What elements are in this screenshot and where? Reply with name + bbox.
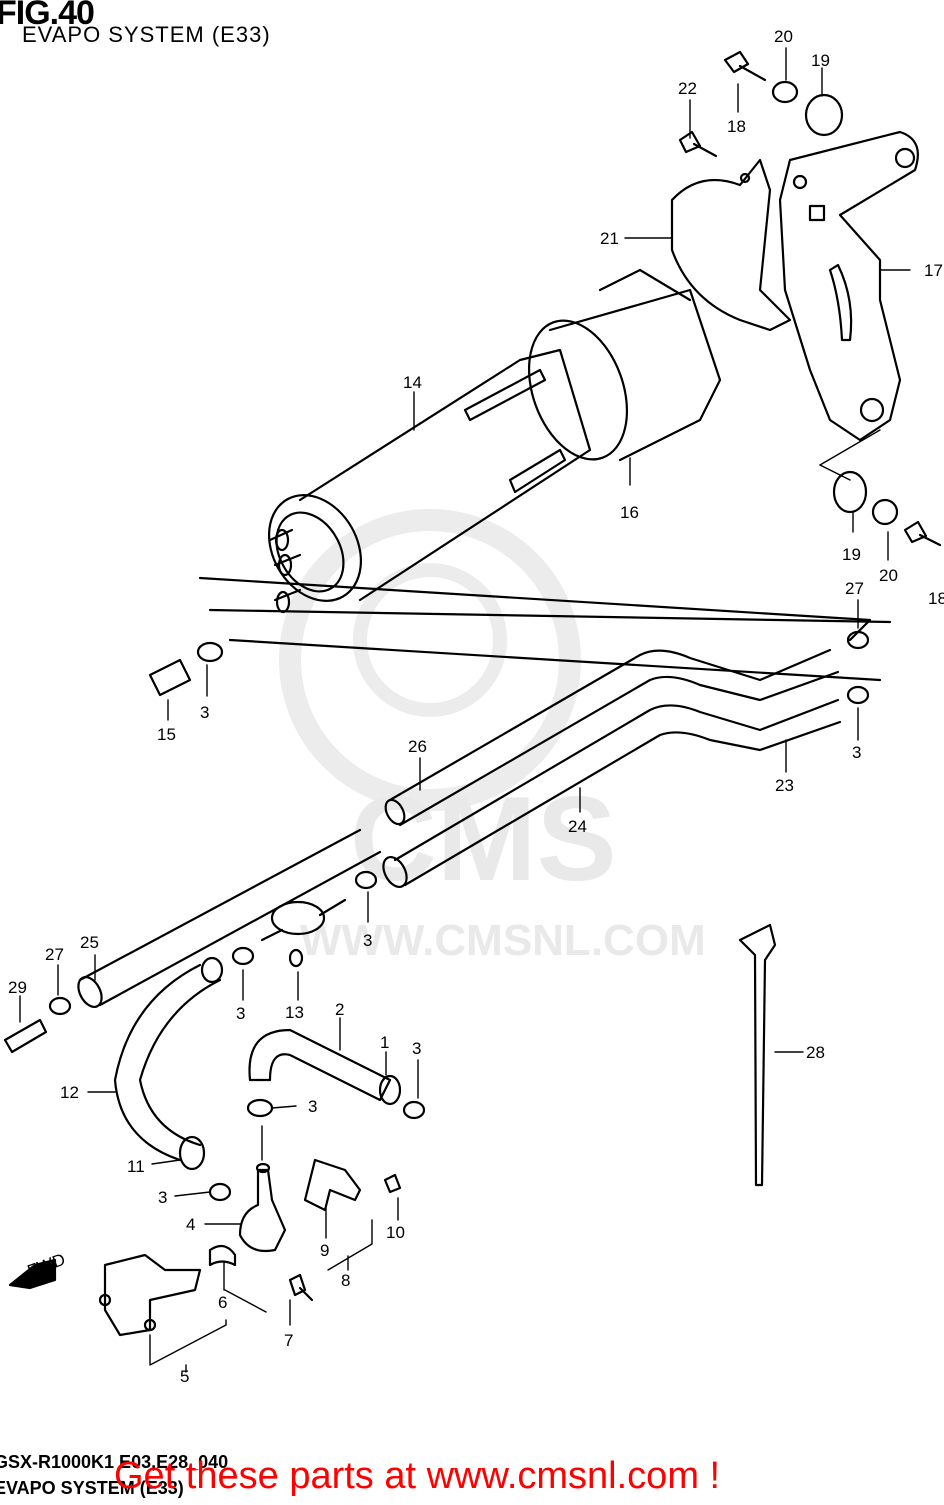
clamp-band [670, 158, 792, 332]
callout: 23 [775, 776, 794, 795]
callout: 1 [380, 1033, 389, 1052]
callout: 27 [45, 945, 64, 964]
watermark-url: WWW.CMSNL.COM [300, 916, 706, 965]
callout: 3 [308, 1097, 317, 1116]
callout: 16 [620, 503, 639, 522]
callout: 20 [879, 566, 898, 585]
leader-lines [19, 47, 911, 1373]
callout: 18 [928, 589, 944, 608]
callout: 6 [218, 1293, 227, 1312]
bracket [778, 130, 919, 442]
small-tubes [3, 658, 192, 1054]
callout: 20 [774, 27, 793, 46]
lower-bracket [98, 1158, 402, 1337]
callout: 25 [80, 933, 99, 952]
callout: 28 [806, 1043, 825, 1062]
reference-lines [198, 576, 892, 682]
callout: 27 [845, 579, 864, 598]
joint [238, 1162, 287, 1253]
callout: 9 [320, 1241, 329, 1260]
figure-title: FIG.40 [0, 0, 95, 32]
callout: 14 [403, 373, 422, 392]
canister-body [267, 348, 592, 614]
callout: 24 [568, 817, 587, 836]
bent-hose [113, 956, 224, 1171]
figure-subtitle: EVAPO SYSTEM (E33) [22, 22, 271, 47]
callout: 26 [408, 737, 427, 756]
callout: 22 [678, 79, 697, 98]
callout: 17 [924, 261, 943, 280]
callout: 7 [284, 1331, 293, 1350]
fasteners [678, 50, 942, 547]
callout: 21 [600, 229, 619, 248]
fwd-arrow-icon [8, 1258, 57, 1290]
callout: 10 [386, 1223, 405, 1242]
callout: 3 [852, 743, 861, 762]
footer-caption: EVAPO SYSTEM (E33) [0, 1478, 184, 1498]
promo-link[interactable]: Get these parts at www.cmsnl.com ! [114, 1455, 721, 1497]
hose-clips [48, 630, 870, 1202]
callout-numbers: 1 2 3 3 3 3 3 3 3 4 5 6 7 8 9 10 11 12 1… [8, 27, 944, 1386]
callout: 3 [412, 1039, 421, 1058]
cable-tie [738, 923, 777, 1187]
callout: 15 [157, 725, 176, 744]
callout: 12 [60, 1083, 79, 1102]
callout: 8 [341, 1271, 350, 1290]
callout: 3 [363, 931, 372, 950]
callout: 29 [8, 978, 27, 997]
callout: 18 [727, 117, 746, 136]
callout: 5 [180, 1367, 189, 1386]
valve [260, 898, 347, 968]
elbow-hose [248, 1028, 402, 1106]
callout: 3 [158, 1188, 167, 1207]
footer-code: GSX-R1000K1 E03,E28_040 [0, 1452, 229, 1472]
callout: 3 [236, 1004, 245, 1023]
callout: 11 [127, 1157, 145, 1176]
callout: 3 [200, 703, 209, 722]
callout: 19 [811, 51, 830, 70]
canister-sleeve [527, 268, 722, 462]
callout: 19 [842, 545, 861, 564]
callout: 4 [186, 1215, 195, 1234]
callout: 2 [335, 1000, 344, 1019]
callout: 13 [285, 1003, 304, 1022]
hose-lines [77, 648, 842, 1008]
